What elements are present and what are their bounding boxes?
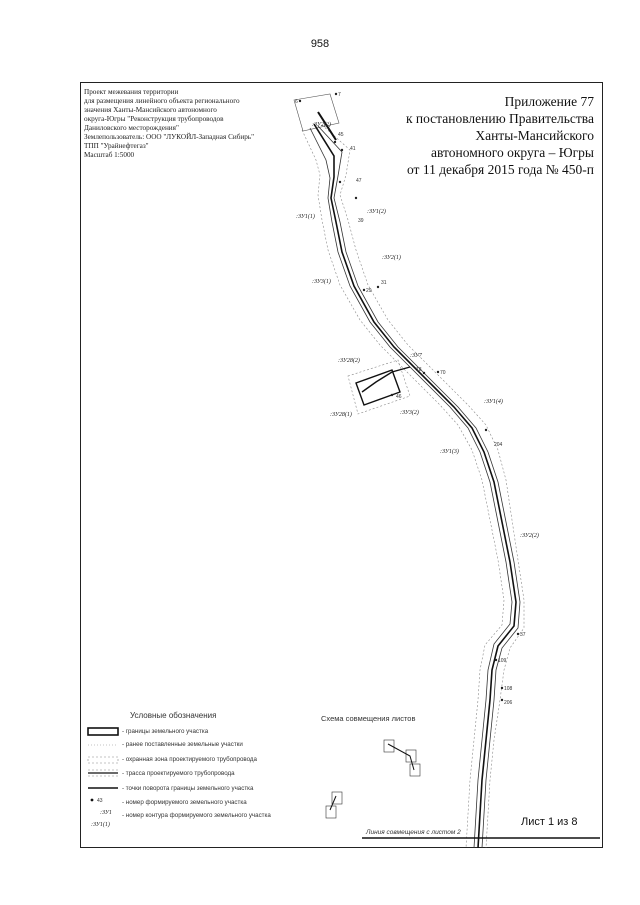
point-label: 108 bbox=[504, 686, 513, 692]
point-label: 109 bbox=[498, 658, 507, 664]
scheme-sheet bbox=[331, 791, 343, 805]
plot-label: :ЗУ2(1) bbox=[382, 254, 401, 261]
legend-item: - номер формируемого земельного участка bbox=[122, 799, 247, 806]
protection-zone-right bbox=[321, 124, 525, 849]
parcel-boundary-right bbox=[317, 125, 521, 849]
parcel-top bbox=[293, 93, 340, 132]
legend-item: - границы земельного участка bbox=[122, 728, 209, 735]
map-frame bbox=[80, 82, 603, 848]
plot-label: :ЗУ2(2) bbox=[520, 532, 539, 539]
scheme-sheet bbox=[325, 805, 337, 819]
point-label: 204 bbox=[494, 442, 503, 448]
turning-point bbox=[422, 371, 426, 375]
legend-item: - номер контура формируемого земельного … bbox=[122, 812, 271, 819]
point-label: 29 bbox=[366, 288, 372, 294]
plot-label: :ЗУ28(2) bbox=[338, 357, 360, 364]
turning-point bbox=[436, 370, 440, 374]
turning-point bbox=[354, 196, 358, 200]
appendix-line: Ханты-Мансийского bbox=[475, 128, 594, 143]
pipeline-route bbox=[313, 123, 517, 849]
legend-item: - трасса проектируемого трубопровода bbox=[122, 770, 235, 777]
appendix-line: от 11 декабря 2015 года № 450-п bbox=[406, 162, 594, 177]
parcel-boundary-left bbox=[309, 127, 513, 849]
plot-label: :ЗУ3(1) bbox=[312, 278, 331, 285]
turning-point bbox=[500, 698, 504, 702]
point-label: 37 bbox=[520, 632, 526, 638]
project-info-line: значения Ханты-Мансийского автономного bbox=[84, 106, 217, 114]
project-info-line: Проект межевания территории bbox=[84, 88, 179, 96]
plot-label: :ЗУ28(1) bbox=[330, 411, 352, 418]
plot-label: :ЗУ2(2) bbox=[312, 121, 331, 128]
parcel-zu28 bbox=[355, 369, 401, 406]
scheme-of-sheets bbox=[325, 739, 421, 819]
point-label: 47 bbox=[356, 178, 362, 184]
turning-points bbox=[298, 92, 520, 702]
project-info-line: Землепользователь: ООО "ЛУКОЙЛ-Западная … bbox=[84, 133, 255, 141]
scheme-route bbox=[387, 743, 415, 771]
turning-point bbox=[298, 99, 302, 103]
appendix-line: к постановлению Правительства bbox=[405, 111, 594, 126]
appendix-line: автономного округа – Югры bbox=[431, 145, 594, 160]
turning-point bbox=[338, 180, 342, 184]
project-info-line: округа-Югры "Реконструкция трубопроводов bbox=[84, 115, 224, 123]
scheme-sheet bbox=[383, 739, 395, 753]
plot-label: :ЗУ1(1) bbox=[296, 213, 315, 220]
point-label: 46 bbox=[396, 394, 402, 400]
legend-symbol-parcel-number: :ЗУ1 bbox=[100, 810, 112, 816]
plot-label: :ЗУ7 bbox=[410, 353, 423, 359]
protection-zone-left bbox=[301, 129, 505, 849]
turning-point bbox=[500, 686, 504, 690]
scheme-title: Схема совмещения листов bbox=[321, 714, 416, 723]
legend-symbol-point-label: 43 bbox=[97, 798, 103, 804]
turning-point bbox=[484, 428, 488, 432]
turning-point bbox=[516, 632, 520, 636]
legend-symbol-point bbox=[90, 798, 94, 802]
point-label: 39 bbox=[358, 218, 364, 224]
turning-point bbox=[333, 140, 337, 144]
scheme-sheet bbox=[405, 749, 417, 763]
point-label: 70 bbox=[440, 370, 446, 376]
point-label: 6 bbox=[295, 99, 298, 105]
turning-point bbox=[340, 148, 344, 152]
legend-symbol-contour-number: :ЗУ1(1) bbox=[91, 821, 110, 828]
combine-line-label: Линия совмещения с листом 2 bbox=[366, 829, 461, 836]
pipeline-top-segment bbox=[317, 111, 337, 141]
project-info-line: для размещения линейного объекта региона… bbox=[84, 97, 240, 105]
plot-label: :ЗУ3(2) bbox=[400, 409, 419, 416]
turning-point bbox=[390, 393, 394, 397]
legend-symbol-zone bbox=[87, 756, 119, 764]
turning-point bbox=[376, 285, 380, 289]
project-info-line: Масштаб 1:5000 bbox=[84, 151, 135, 159]
scheme-sheet bbox=[409, 763, 421, 777]
project-info: Проект межевания территории для размещен… bbox=[84, 88, 304, 160]
point-label: 41 bbox=[350, 146, 356, 152]
point-label: 206 bbox=[504, 700, 513, 706]
scheme-route-2 bbox=[329, 795, 337, 811]
point-label: 18 bbox=[416, 367, 422, 373]
plot-label: :ЗУ1(2) bbox=[367, 208, 386, 215]
legend-item: - охранная зона проектируемого трубопров… bbox=[122, 756, 257, 763]
page-number: 958 bbox=[310, 38, 330, 50]
project-info-line: ТПП "Урайнефтегаз" bbox=[84, 142, 149, 150]
project-info-line: Даниловского месторождения" bbox=[84, 124, 179, 132]
pipeline-branch bbox=[361, 366, 411, 393]
legend-item: - точки поворота границы земельного учас… bbox=[122, 785, 254, 792]
legend-item: - ранее поставленные земельные участки bbox=[122, 741, 243, 748]
plot-label: :ЗУ1(3) bbox=[440, 448, 459, 455]
sheet-label: Лист 1 из 8 bbox=[521, 816, 578, 828]
turning-point bbox=[494, 658, 498, 662]
appendix-header: Приложение 77 к постановлению Правительс… bbox=[406, 93, 594, 178]
plot-label: :ЗУ1(4) bbox=[484, 398, 503, 405]
turning-point bbox=[362, 288, 366, 292]
legend-symbol-boundary bbox=[87, 727, 119, 736]
point-label: 45 bbox=[338, 132, 344, 138]
turning-point bbox=[334, 92, 338, 96]
appendix-line: Приложение 77 bbox=[504, 94, 594, 109]
point-label: 31 bbox=[381, 280, 387, 286]
point-label: 7 bbox=[338, 92, 341, 98]
legend-title: Условные обозначения bbox=[130, 711, 217, 720]
